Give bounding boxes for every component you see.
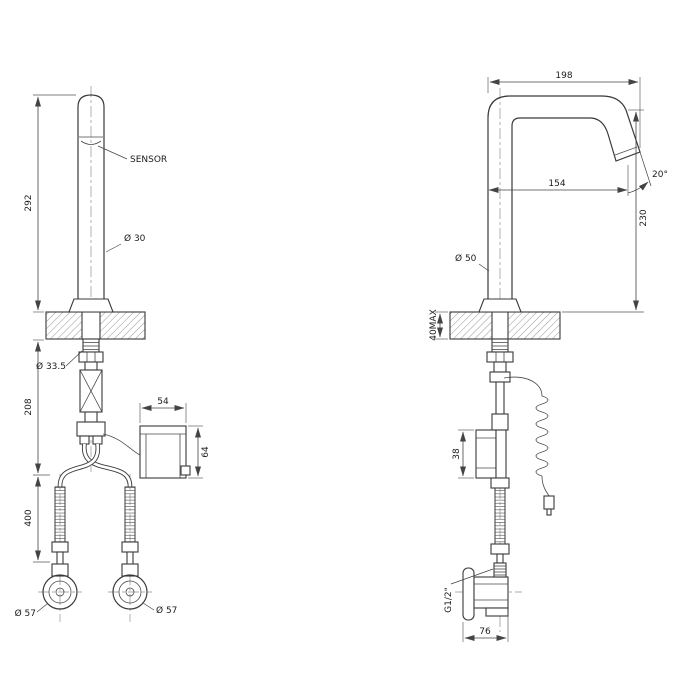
dim-outlet-reach: 154	[488, 165, 629, 196]
sensor-callout: SENSOR	[97, 145, 167, 165]
dim-hose-length: 400	[24, 476, 50, 563]
dim-shank-diameter: Ø 33.5	[36, 350, 83, 372]
side-view: 198 154 20° 230 Ø 50	[429, 71, 668, 642]
dim-connector-left: Ø 57	[15, 603, 48, 619]
dim-front-height-above: 292	[24, 94, 76, 313]
connectors-front	[42, 563, 148, 610]
dim-dia57-right-label: Ø 57	[156, 605, 177, 616]
front-view: SENSOR	[15, 86, 211, 622]
sensor-cable-coil	[503, 376, 555, 516]
dim-box-depth: 38	[452, 429, 474, 479]
dim-400-label: 400	[24, 509, 34, 526]
dim-dia57-left-label: Ø 57	[15, 608, 36, 619]
dim-body-diameter: Ø 50	[455, 253, 490, 272]
dim-76-label: 76	[479, 627, 491, 637]
dim-230-label: 230	[639, 209, 649, 226]
spout-column-front	[77, 94, 105, 311]
dim-box-height: 64	[188, 425, 211, 479]
dim-deck-thickness: 40MAX	[429, 309, 448, 341]
dim-154-label: 154	[548, 179, 565, 189]
deck-front	[45, 298, 146, 340]
control-box-front	[139, 425, 191, 479]
dim-54-label: 54	[157, 397, 169, 407]
sensor-label: SENSOR	[130, 155, 167, 165]
dim-dia50-label: Ø 50	[455, 253, 477, 264]
valve-assembly-side	[475, 338, 514, 564]
dim-front-height-below: 208	[24, 339, 50, 476]
dim-dia335-label: Ø 33.5	[36, 361, 66, 372]
thread-callout: G1/2"	[444, 568, 494, 613]
dim-spout-diameter: Ø 30	[105, 233, 146, 253]
sensor-cable-front	[102, 433, 141, 456]
supply-hoses-front	[51, 443, 139, 566]
dim-connector-right: Ø 57	[142, 602, 177, 616]
dim-40max-label: 40MAX	[429, 309, 439, 341]
dim-20deg-label: 20°	[652, 170, 668, 180]
dim-208-label: 208	[24, 398, 34, 415]
valve-assembly-front	[76, 338, 106, 445]
thread-g12-label: G1/2"	[444, 587, 454, 613]
wall-bracket-detail	[462, 562, 509, 621]
dim-wall-bracket-width: 76	[462, 610, 509, 642]
dim-reach: 198	[487, 71, 641, 148]
dim-198-label: 198	[555, 71, 572, 81]
dim-box-width: 54	[139, 397, 187, 423]
dim-292-label: 292	[24, 194, 34, 211]
dim-38-label: 38	[452, 448, 462, 460]
dim-side-height-above: 230	[562, 109, 649, 313]
dim-dia30-label: Ø 30	[124, 233, 146, 244]
dim-64-label: 64	[201, 446, 211, 458]
